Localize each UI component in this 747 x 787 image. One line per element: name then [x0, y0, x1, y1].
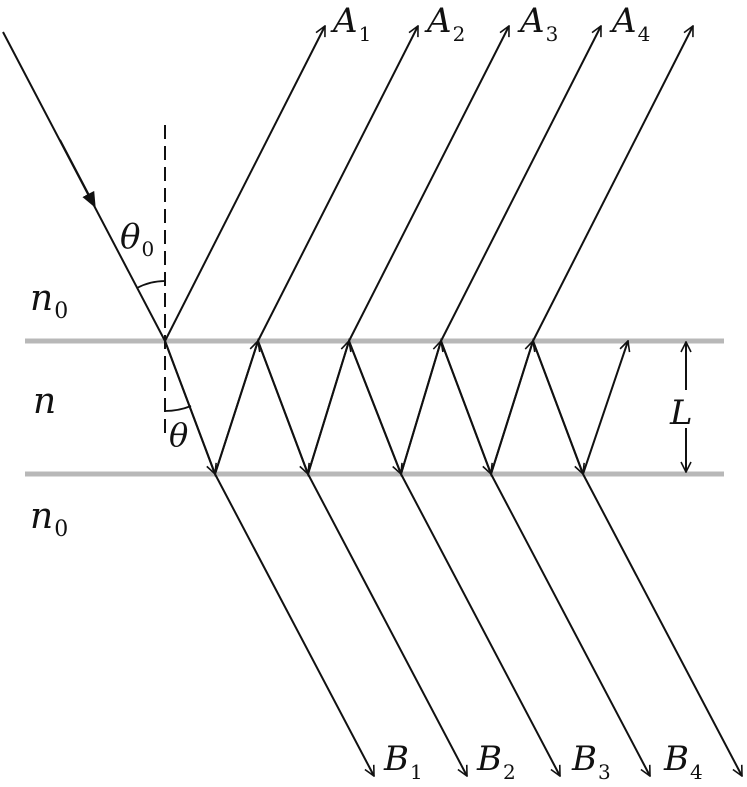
- incident-angle-label: θ0: [120, 217, 154, 261]
- internal-ray-5-up-arrow: [400, 341, 441, 475]
- reflected-ray-a2: [257, 26, 419, 342]
- internal-ray-8-down-arrow: [532, 340, 583, 474]
- transmitted-ray-label-b3: B3: [571, 739, 611, 784]
- transmitted-ray-b3: [400, 473, 561, 776]
- reflected-ray-label-a3: A3: [517, 1, 558, 46]
- incident-ray-arrow: [59, 139, 96, 209]
- internal-ray-7-up-arrow: [490, 341, 533, 475]
- refracted-angle-label: θ: [169, 416, 188, 454]
- internal-ray-4-down-arrow: [348, 340, 401, 474]
- transmitted-ray-label-b2: B2: [476, 739, 516, 784]
- medium-top-label: n0: [30, 278, 68, 324]
- internal-ray-6-down-arrow: [440, 340, 491, 474]
- internal-ray-2-down-arrow: [257, 340, 308, 474]
- internal-ray-9-up-arrow: [582, 341, 628, 475]
- transmitted-ray-label-b4: B4: [663, 739, 703, 784]
- transmitted-ray-b2: [307, 473, 468, 776]
- medium-middle-label: n: [33, 381, 56, 422]
- thickness-label: L: [669, 393, 693, 433]
- internal-ray-3-up-arrow: [307, 341, 349, 475]
- reflected-ray-a5: [532, 26, 694, 342]
- transmitted-ray-b1: [214, 473, 375, 776]
- reflected-ray-label-a1: A1: [330, 1, 371, 46]
- reflected-ray-label-a2: A2: [424, 1, 465, 46]
- medium-bottom-label: n0: [30, 496, 68, 542]
- reflected-ray-a1: [164, 26, 326, 342]
- transmitted-ray-b4: [490, 473, 651, 776]
- refracted-ray-arrow: [164, 340, 215, 474]
- transmitted-ray-b5: [582, 473, 743, 776]
- transmitted-ray-label-b1: B1: [383, 739, 423, 784]
- reflected-ray-label-a4: A4: [609, 1, 650, 46]
- reflected-ray-a4: [440, 26, 602, 342]
- incident-angle-arc: [136, 280, 166, 289]
- reflected-ray-a3: [348, 26, 510, 342]
- internal-ray-1-up-arrow: [214, 341, 258, 475]
- refracted-angle-arc: [164, 405, 192, 412]
